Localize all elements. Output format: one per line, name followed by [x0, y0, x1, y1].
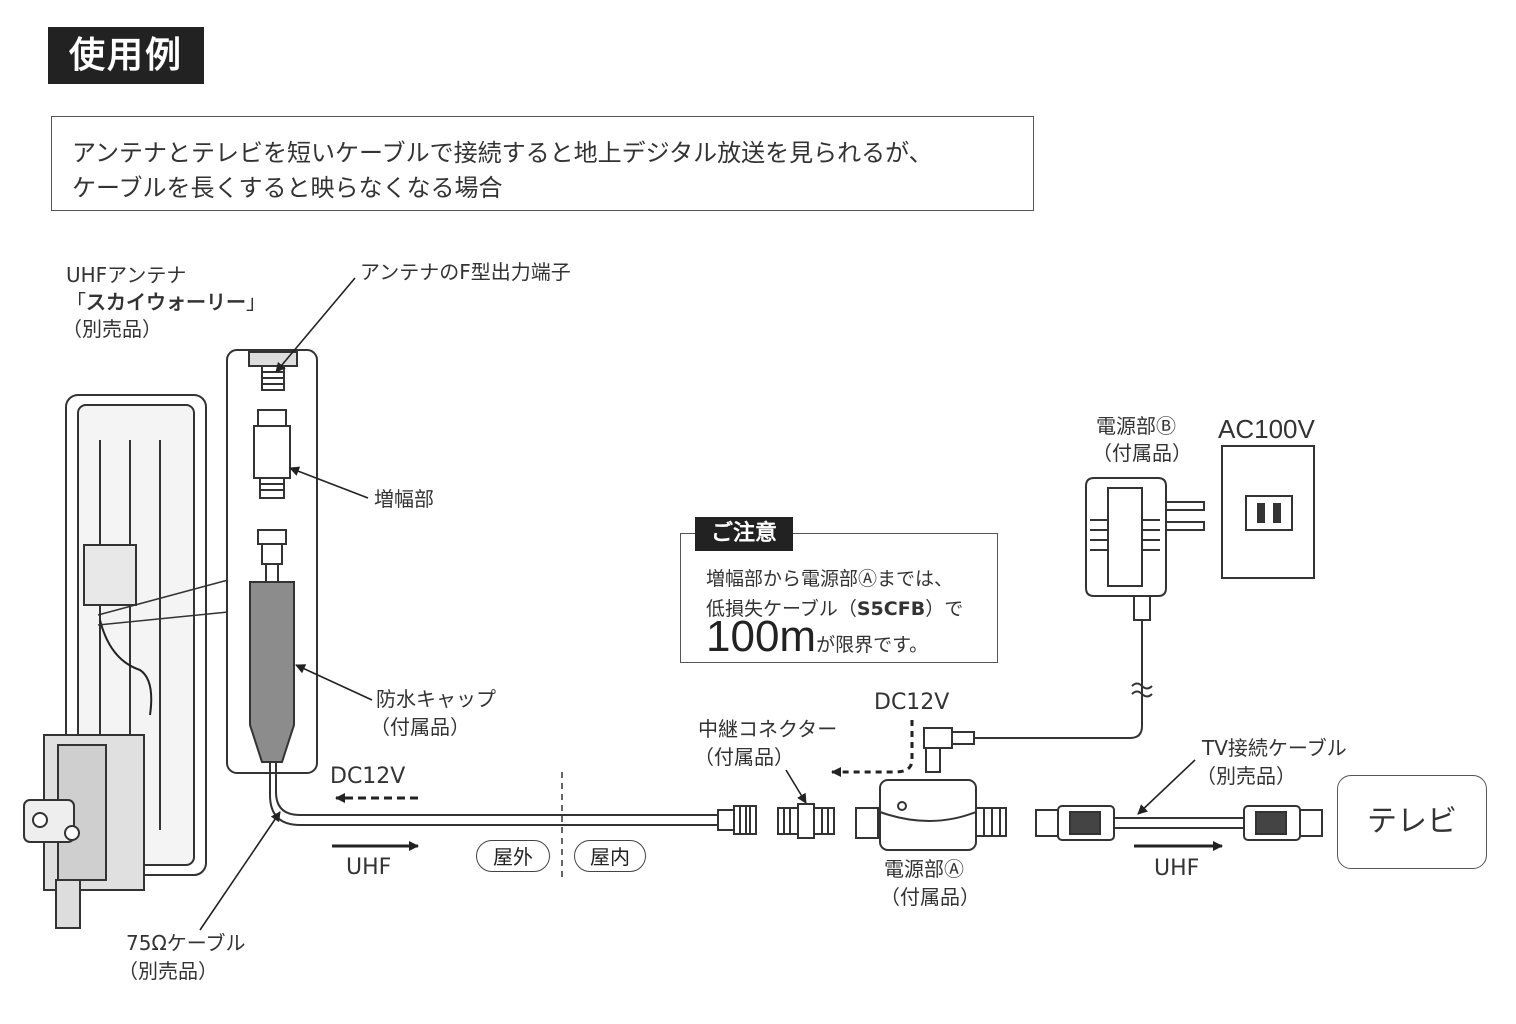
indoor-pill: 屋内 — [574, 840, 646, 872]
amplifier-label: 増幅部 — [374, 487, 434, 511]
notice-box — [680, 533, 998, 663]
relay-note: （付属品） — [694, 745, 794, 769]
antenna-name-close: 」 — [246, 290, 266, 314]
relay-connector — [777, 803, 835, 839]
cap-label: 防水キャップ — [376, 687, 496, 711]
uhf-left-label: UHF — [346, 855, 392, 880]
tv-cable-note: （別売品） — [1196, 764, 1296, 788]
intro-line-1: アンテナとテレビを短いケーブルで接続すると地上デジタル放送を見られるが、 — [72, 139, 933, 167]
notice-line-1: 増幅部から電源部Ⓐまでは、 — [706, 568, 954, 590]
antenna-name: スカイウォーリー — [86, 290, 246, 314]
f-terminal-label: アンテナのF型出力端子 — [360, 260, 571, 284]
antenna-note: （別売品） — [62, 317, 162, 341]
cable75-label: 75Ωケーブル — [126, 931, 246, 955]
antenna-name-line: 「スカイウォーリー」 — [66, 289, 266, 315]
antenna-name-open: 「 — [66, 290, 86, 314]
power-unit-b — [1085, 477, 1205, 621]
intro-line-2: ケーブルを長くすると映らなくなる場合 — [72, 174, 503, 202]
notice-line2-pre: 低損失ケーブル（ — [706, 598, 857, 620]
notice-line-2: 低損失ケーブル（S5CFB）で — [706, 594, 963, 621]
notice-line3-post: が限界です。 — [816, 634, 929, 656]
tv-box: テレビ — [1337, 775, 1487, 869]
psu-b-note: （付属品） — [1092, 441, 1192, 465]
antenna-illustration — [23, 394, 229, 929]
dc12v-right-label: DC12V — [874, 690, 950, 715]
psu-b-label: 電源部Ⓑ — [1096, 414, 1176, 438]
ac-label: AC100V — [1218, 414, 1315, 444]
cable75-note: （別売品） — [118, 959, 218, 983]
tv-cable — [1035, 805, 1323, 841]
uhf-right-label: UHF — [1154, 856, 1200, 881]
antenna-label: UHFアンテナ — [66, 263, 187, 287]
notice-cable-model: S5CFB — [856, 598, 926, 620]
outdoor-pill: 屋外 — [476, 840, 550, 872]
wall-outlet — [1221, 445, 1315, 579]
notice-line2-post: ）で — [925, 598, 964, 620]
notice-heading: ご注意 — [695, 517, 793, 551]
relay-label: 中継コネクター — [698, 717, 838, 741]
intro-box — [51, 116, 1034, 211]
power-unit-a — [855, 779, 1007, 851]
page-title: 使用例 — [48, 27, 204, 84]
notice-limit-value: 100m — [706, 612, 817, 661]
psu-a-note: （付属品） — [880, 885, 980, 909]
zoom-panel — [226, 349, 318, 774]
tv-cable-label: TV接続ケーブル — [1202, 736, 1347, 760]
dc12v-left-label: DC12V — [330, 764, 406, 789]
psu-a-label: 電源部Ⓐ — [884, 857, 964, 881]
waterproof-cap — [249, 581, 295, 763]
notice-line-3: 100mが限界です。 — [706, 612, 928, 662]
cap-note: （付属品） — [370, 715, 470, 739]
